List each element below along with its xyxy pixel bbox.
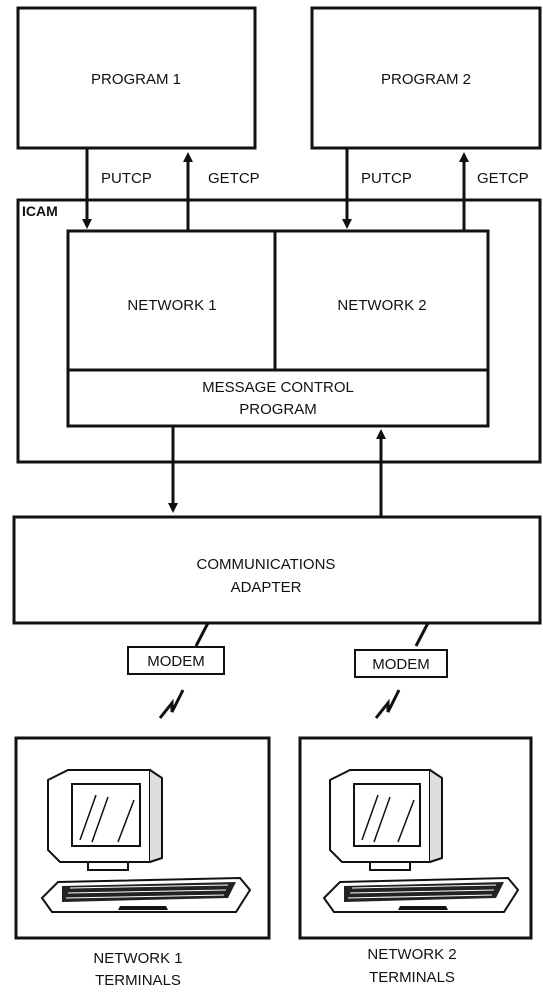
putcp-2-label: PUTCP (361, 170, 412, 187)
program-2-label: PROGRAM 2 (381, 71, 471, 88)
program-1-label: PROGRAM 1 (91, 71, 181, 88)
terminal-1-label-line1: NETWORK 1 (93, 950, 182, 967)
putcp-1-label: PUTCP (101, 170, 152, 187)
program-1-box (16, 6, 257, 150)
terminal-2-label-line1: NETWORK 2 (367, 946, 456, 963)
mcp-label-line2: PROGRAM (239, 401, 317, 418)
adapter-label-line1: COMMUNICATIONS (197, 556, 336, 573)
terminal-1: NETWORK 1 TERMINALS (14, 736, 271, 989)
communications-adapter-box (12, 515, 542, 625)
icam-box (16, 198, 542, 464)
getcp-1-label: GETCP (208, 170, 260, 187)
network-2-label: NETWORK 2 (337, 297, 426, 314)
modem-1-label: MODEM (147, 653, 205, 670)
network-1-label: NETWORK 1 (127, 297, 216, 314)
networks-block (66, 229, 490, 428)
computer-1-icon (40, 769, 252, 913)
modem-2-box (354, 649, 448, 678)
icam-label: ICAM (22, 203, 58, 219)
modem-1-link (194, 622, 210, 647)
terminal-1-label-line2: TERMINALS (95, 972, 181, 989)
program-2-box (310, 6, 542, 150)
modem-2-link (414, 622, 430, 647)
terminal-2-label-line2: TERMINALS (369, 969, 455, 986)
lightning-2-icon (374, 689, 401, 719)
modem-1-box (127, 646, 225, 675)
computer-2-icon (322, 769, 520, 913)
lightning-1-icon (158, 689, 185, 719)
modem-2-label: MODEM (372, 656, 430, 673)
mcp-label-line1: MESSAGE CONTROL (202, 379, 354, 396)
adapter-label-line2: ADAPTER (231, 579, 302, 596)
getcp-2-label: GETCP (477, 170, 529, 187)
terminal-2: NETWORK 2 TERMINALS (298, 736, 533, 986)
